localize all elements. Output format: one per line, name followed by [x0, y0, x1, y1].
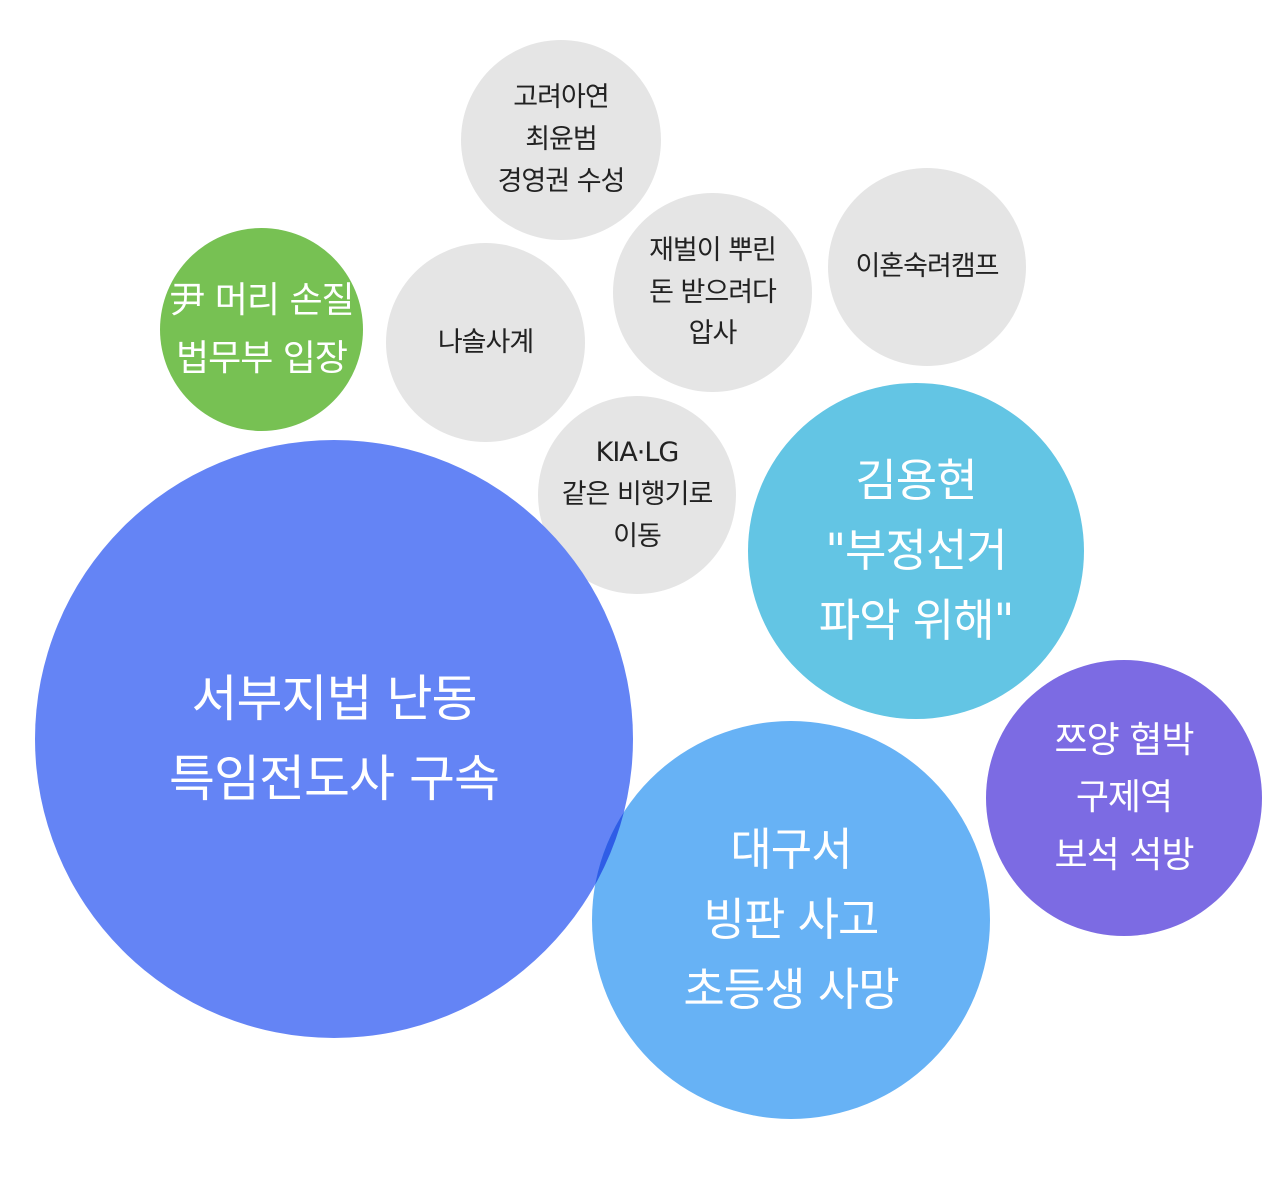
bubble-label: 대구서 빙판 사고 초등생 사망	[683, 823, 899, 1016]
bubble-daegu-ice-accident[interactable]: 대구서 빙판 사고 초등생 사망	[592, 721, 990, 1119]
bubble-label: 서부지법 난동 특임전도사 구속	[169, 670, 500, 808]
bubble-divorce-camp[interactable]: 이혼숙려캠프	[828, 168, 1026, 366]
bubble-label: 고려아연 최윤범 경영권 수성	[497, 82, 626, 197]
bubble-label: 재벌이 뿌린 돈 받으려다 압사	[649, 234, 777, 350]
bubble-hair-styling[interactable]: 尹 머리 손질 법무부 입장	[160, 228, 363, 431]
bubble-chaebol-money-crush[interactable]: 재벌이 뿌린 돈 받으려다 압사	[613, 193, 812, 392]
bubble-nasol-sagye[interactable]: 나솔사계	[386, 243, 585, 442]
bubble-label: 쯔양 협박 구제역 보석 석방	[1054, 719, 1195, 876]
bubble-kim-yonghyun[interactable]: 김용현 "부정선거 파악 위해"	[748, 383, 1084, 719]
bubble-korea-zinc[interactable]: 고려아연 최윤범 경영권 수성	[461, 40, 661, 240]
bubble-western-court-riot[interactable]: 서부지법 난동 특임전도사 구속	[35, 440, 633, 1038]
bubble-tzuyang-threat[interactable]: 쯔양 협박 구제역 보석 석방	[986, 660, 1262, 936]
bubble-label: 尹 머리 손질 법무부 입장	[169, 279, 354, 379]
bubble-label: 김용현 "부정선거 파악 위해"	[818, 454, 1015, 647]
bubble-label: 나솔사계	[437, 326, 534, 358]
bubble-label: KIA·LG 같은 비행기로 이동	[561, 437, 714, 552]
bubble-label: 이혼숙려캠프	[855, 251, 999, 283]
